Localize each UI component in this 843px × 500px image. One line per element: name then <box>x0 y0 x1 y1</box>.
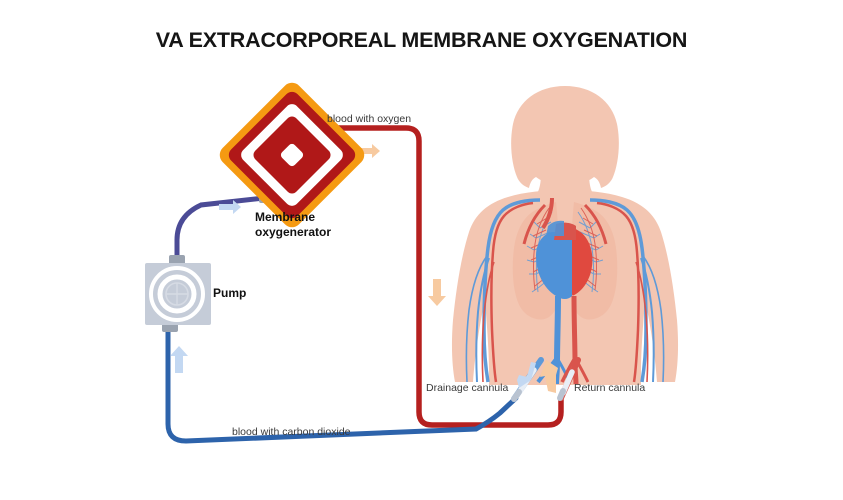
pump-outer-ring <box>149 266 205 322</box>
aortic-arch <box>541 197 554 230</box>
great-vessels <box>522 203 608 245</box>
heart <box>536 220 593 299</box>
return-cannula[interactable] <box>557 357 581 401</box>
pulmonary-arterioles <box>530 207 600 291</box>
label-return-cannula: Return cannula <box>574 382 646 394</box>
flow-arrows <box>170 144 558 393</box>
right-arm-vessels <box>589 198 665 383</box>
arrow-return-icon <box>540 360 558 393</box>
pump-device[interactable] <box>145 255 211 332</box>
label-membrane-oxygenator: Membrane oxygenerator <box>255 210 331 240</box>
pump-inner-ring <box>157 274 197 314</box>
pump-to-oxygenator-tube[interactable] <box>174 195 267 269</box>
arrow-oxygen-out-icon <box>358 144 380 158</box>
head-silhouette <box>511 86 619 188</box>
label-membrane-line1: Membrane <box>255 210 316 224</box>
arrow-up-venous-icon <box>170 346 188 373</box>
membrane-oxygenator[interactable] <box>216 79 369 232</box>
arrow-down-arterial-icon <box>428 279 446 306</box>
arterial-tube[interactable] <box>322 125 564 428</box>
vena-cava <box>553 295 561 385</box>
page-title: VA EXTRACORPOREAL MEMBRANE OXYGENATION <box>155 28 688 52</box>
arrow-drainage-icon <box>517 362 536 388</box>
arrow-to-oxygenator-icon <box>219 200 241 214</box>
label-blood-with-oxygen: blood with oxygen <box>327 113 412 125</box>
label-blood-with-carbon-dioxide: blood with carbon dioxide <box>232 426 351 438</box>
pump-rotor-vanes <box>166 283 188 305</box>
venous-tube[interactable] <box>165 327 519 444</box>
label-membrane-line2: oxygenerator <box>255 225 332 239</box>
label-pump: Pump <box>213 286 247 300</box>
patient-figure <box>451 86 679 385</box>
left-arm-vessels <box>465 198 541 383</box>
label-drainage-cannula: Drainage cannula <box>426 382 509 394</box>
